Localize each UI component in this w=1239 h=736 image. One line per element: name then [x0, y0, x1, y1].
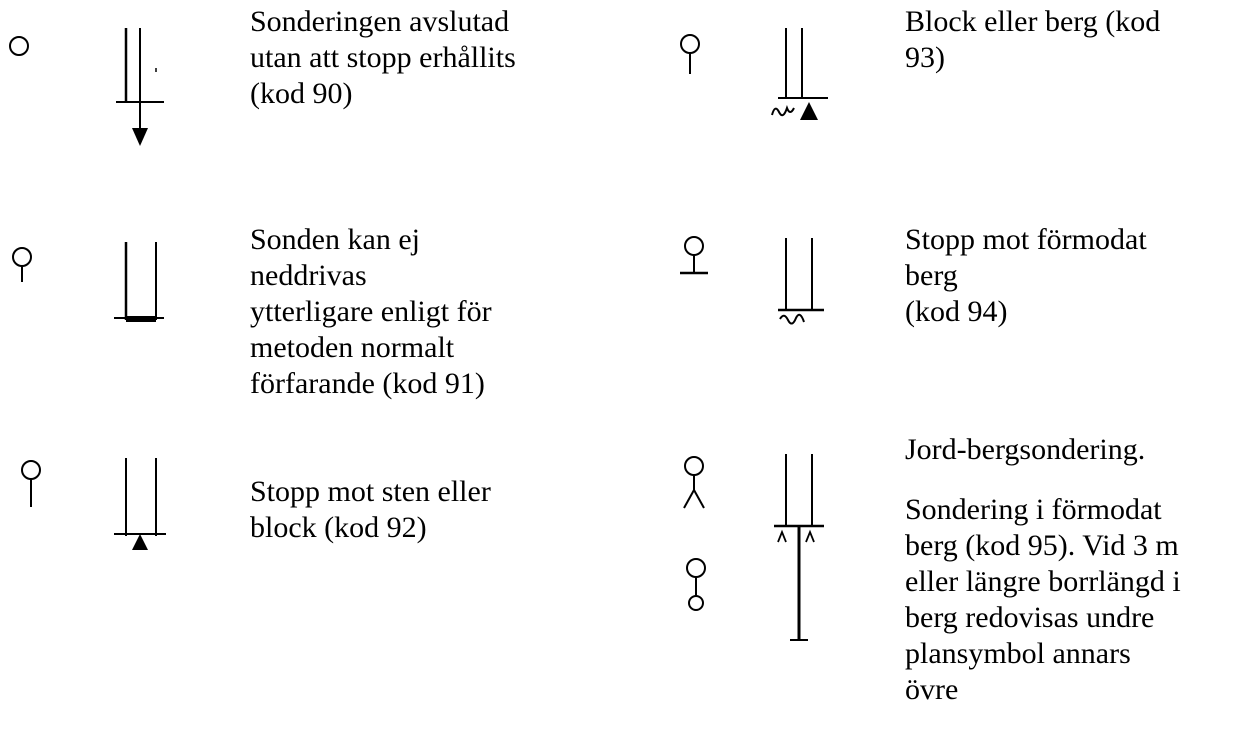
text-line: (kod 94) — [905, 295, 1008, 328]
text-line: (kod 90) — [250, 77, 353, 110]
plan-symbol-kod-95-lower — [686, 558, 706, 611]
profile-symbol-kod-94 — [778, 238, 824, 325]
text-line: ytterligare enligt för — [250, 295, 492, 328]
legend-text-kod-92: Stopp mot sten eller block (kod 92) — [250, 474, 491, 546]
plan-symbol-kod-93 — [680, 34, 700, 74]
plan-symbol-kod-95-upper — [683, 456, 705, 509]
plan-symbol-kod-92 — [21, 460, 41, 507]
text-line: Sondering i förmodat — [905, 493, 1162, 526]
text-line: berg — [905, 259, 958, 292]
profile-symbol-kod-93 — [771, 28, 828, 120]
legend-text-kod-91: Sonden kan ej neddrivas ytterligare enli… — [250, 222, 492, 402]
plan-symbol-kod-91 — [12, 247, 32, 282]
legend-text-kod-93: Block eller berg (kod 93) — [905, 4, 1160, 76]
text-line: Jord-bergsondering. — [905, 433, 1146, 466]
profile-symbol-kod-92 — [114, 458, 166, 550]
text-line: metoden normalt — [250, 331, 455, 364]
text-line: Sonderingen avslutad — [250, 5, 510, 38]
text-line: neddrivas — [250, 259, 367, 292]
profile-symbol-kod-90 — [116, 28, 164, 146]
text-line: berg redovisas undre — [905, 601, 1155, 634]
text-line: övre — [905, 673, 959, 706]
text-line: utan att stopp erhållits — [250, 41, 516, 74]
profile-symbol-kod-91 — [114, 242, 164, 322]
plan-symbol-kod-90 — [9, 36, 29, 56]
legend-text-kod-94: Stopp mot förmodat berg (kod 94) — [905, 222, 1147, 330]
text-line: Stopp mot sten eller — [250, 475, 491, 508]
text-line: berg (kod 95). Vid 3 m — [905, 529, 1179, 562]
text-line: Sonden kan ej — [250, 223, 420, 256]
legend-heading-kod-95: Jord-bergsondering. — [905, 432, 1145, 468]
text-line: Block eller berg (kod — [905, 5, 1161, 38]
profile-symbol-kod-95 — [774, 454, 824, 641]
text-line: Stopp mot förmodat — [905, 223, 1147, 256]
text-line: block (kod 92) — [250, 511, 427, 544]
text-line: eller längre borrlängd i — [905, 565, 1181, 598]
text-line: 93) — [905, 41, 945, 74]
plan-symbol-kod-94 — [680, 236, 708, 275]
legend-text-kod-90: Sonderingen avslutad utan att stopp erhå… — [250, 4, 516, 112]
text-line: plansymbol annars — [905, 637, 1131, 670]
legend-text-kod-95: Sondering i förmodat berg (kod 95). Vid … — [905, 492, 1181, 708]
text-line: förfarande (kod 91) — [250, 367, 485, 400]
